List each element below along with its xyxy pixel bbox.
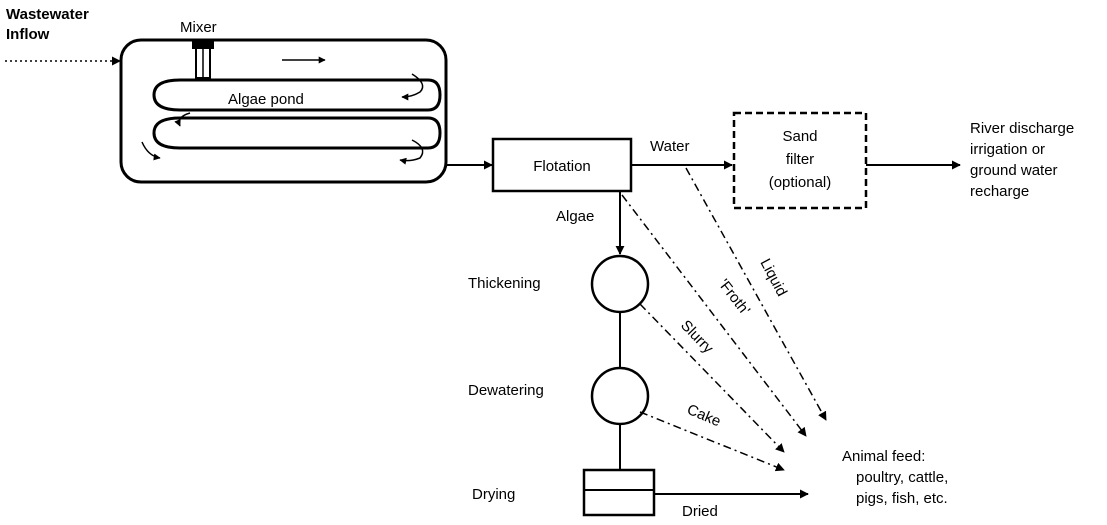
- algae-pond-label: Algae pond: [228, 91, 304, 108]
- pond-turn-arrow-1: [401, 73, 424, 101]
- dewatering-unit: [590, 366, 650, 426]
- mixer-label: Mixer: [180, 19, 217, 36]
- liquid-label: Liquid: [756, 256, 790, 299]
- pond-upper-channel-divider: [152, 78, 428, 112]
- thickening-unit: [590, 254, 650, 314]
- drying-label: Drying: [472, 486, 515, 503]
- mixer-cap: [192, 41, 214, 49]
- algae-pond: [119, 38, 448, 184]
- pond-outer-wall: [119, 38, 448, 184]
- froth-label: 'Froth': [715, 276, 754, 319]
- river-label-4: recharge: [970, 183, 1029, 200]
- pond-turn-arrow-2: [174, 112, 191, 127]
- river-label-3: ground water: [970, 162, 1058, 179]
- pond-lower-channel-divider: [152, 116, 428, 150]
- wastewater-inflow-label-2: Inflow: [6, 26, 50, 43]
- liquid-flow-arrow: [685, 167, 827, 421]
- cake-flow-arrow: [639, 411, 785, 472]
- river-label-1: River discharge: [970, 120, 1074, 137]
- sand-filter-label-3: (optional): [769, 174, 832, 191]
- pond-upper-bend: [427, 78, 442, 112]
- froth-flow-arrow: [621, 194, 807, 437]
- wastewater-inflow-label-1: Wastewater: [6, 6, 89, 23]
- river-label-2: irrigation or: [970, 141, 1045, 158]
- pond-lower-bend: [427, 116, 442, 150]
- flotation-box: [491, 137, 633, 193]
- dried-label: Dried: [682, 503, 718, 520]
- flotation-label: Flotation: [533, 158, 591, 175]
- algae-label: Algae: [556, 208, 594, 225]
- drying-unit: [582, 468, 656, 517]
- sand-filter-box: [732, 111, 868, 210]
- sand-filter-label-1: Sand: [782, 128, 817, 145]
- dewatering-label: Dewatering: [468, 382, 544, 399]
- cake-label: Cake: [684, 401, 723, 430]
- animal-feed-label-2: poultry, cattle,: [856, 469, 948, 486]
- slurry-flow-arrow: [639, 303, 785, 453]
- mixer: [192, 41, 214, 79]
- water-label: Water: [650, 138, 689, 155]
- animal-feed-label-1: Animal feed:: [842, 448, 925, 465]
- thickening-label: Thickening: [468, 275, 541, 292]
- animal-feed-label-3: pigs, fish, etc.: [856, 490, 948, 507]
- slurry-label: Slurry: [677, 317, 717, 357]
- pond-turn-arrow-4: [399, 139, 424, 165]
- sand-filter-label-2: filter: [786, 151, 814, 168]
- pond-turn-arrow-3: [141, 141, 161, 161]
